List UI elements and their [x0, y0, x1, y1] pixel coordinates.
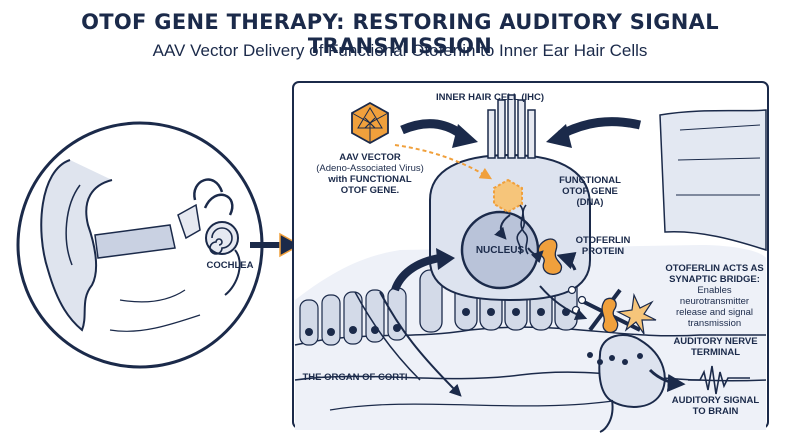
aav-entry-arrow — [394, 144, 493, 180]
aav-vector-icon — [351, 101, 389, 145]
label-aav-title: AAV VECTOR — [339, 152, 401, 163]
label-acts-2: SYNAPTIC BRIDGE: — [669, 274, 760, 285]
label-signal-2: TO BRAIN — [692, 406, 739, 417]
label-signal-1: AUDITORY SIGNAL — [671, 395, 760, 406]
synaptic-spark — [616, 292, 657, 335]
synapse — [567, 285, 666, 433]
ear-canal — [94, 224, 176, 259]
label-ihc: INNER HAIR CELL (IHC) — [435, 92, 545, 103]
label-acts-1: OTOFERLIN ACTS AS — [665, 263, 764, 274]
label-functional-gene-2: OTOF GENE — [562, 186, 618, 197]
outer-ear — [40, 159, 113, 332]
upward-arrow-left — [391, 254, 441, 292]
label-acts-5: release and signal — [675, 307, 754, 318]
label-functional-gene-1: FUNCTIONAL — [559, 175, 621, 186]
label-nucleus: NUCLEUS — [475, 245, 525, 256]
cochlea-spiral — [205, 221, 239, 255]
diagram-subtitle: AAV Vector Delivery of Functional Otofer… — [152, 41, 648, 60]
label-nerve-2: TERMINAL — [690, 347, 741, 358]
label-aav-paren: (Adeno-Associated Virus) — [316, 163, 424, 174]
label-otoferlin-2: PROTEIN — [581, 246, 625, 257]
ear-inset — [16, 121, 264, 369]
label-aav-with: with FUNCTIONAL — [328, 174, 412, 185]
label-acts-6: transmission — [687, 318, 742, 329]
diagram-title: OTOF GENE THERAPY: RESTORING AUDITORY SI… — [81, 10, 719, 58]
label-nerve-1: AUDITORY NERVE — [673, 336, 758, 347]
label-acts-4: neurotransmitter — [679, 296, 750, 307]
label-cochlea: COCHLEA — [206, 260, 254, 271]
signal-arrow — [648, 368, 686, 392]
inner-hair-cell — [429, 94, 591, 302]
label-otoferlin-1: OTOFERLIN — [575, 235, 631, 246]
stereocilia — [487, 94, 536, 159]
label-acts-3: Enables — [697, 285, 732, 296]
signal-waveform — [688, 365, 750, 395]
label-aav-gene: OTOF GENE. — [340, 185, 400, 196]
entering-capsid — [493, 178, 523, 214]
protein-arrow — [556, 252, 577, 271]
label-organ-of-corti: THE ORGAN OF CORTI — [302, 372, 408, 383]
label-functional-gene-3: (DNA) — [576, 197, 604, 208]
nerve-fiber — [379, 291, 462, 397]
